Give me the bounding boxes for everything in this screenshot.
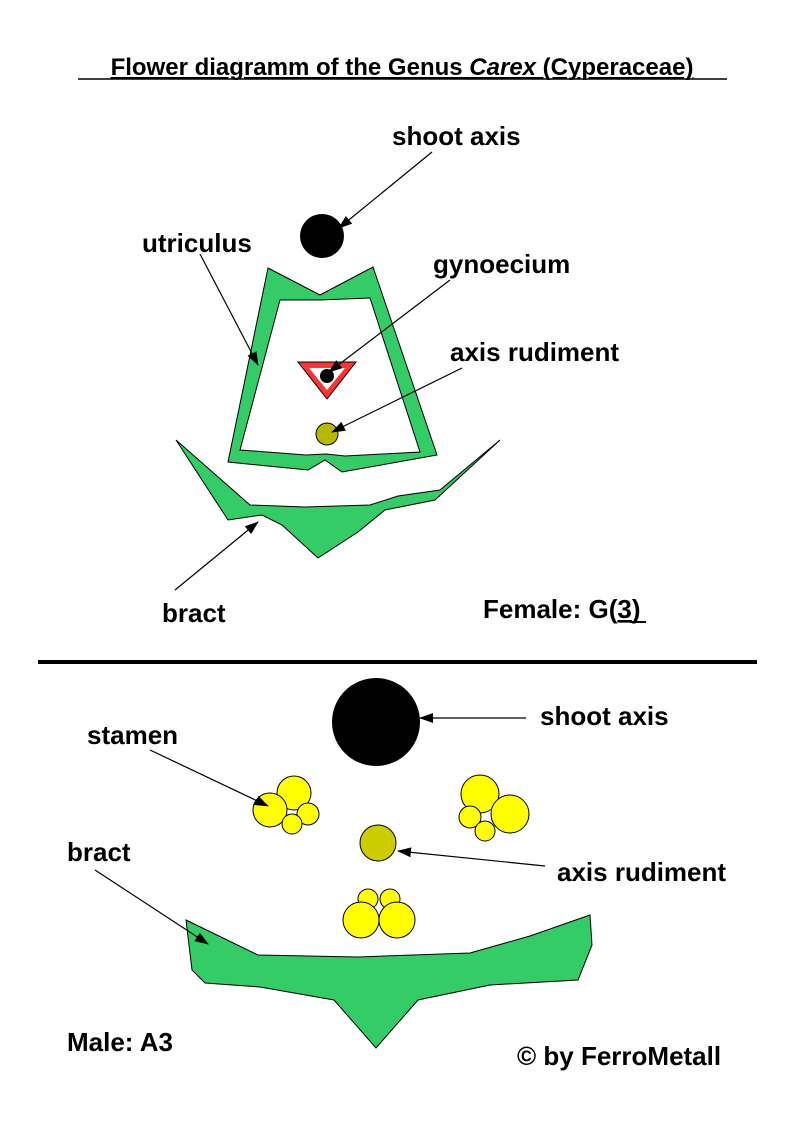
stamen-right bbox=[458, 774, 530, 842]
male-bract bbox=[185, 914, 593, 1049]
diagram-title: Flower diagramm of the Genus Carex (Cype… bbox=[111, 54, 694, 81]
male-arrow-stamen bbox=[149, 749, 269, 807]
male-label-shoot-axis: shoot axis bbox=[540, 701, 669, 731]
female-arrow-gynoecium bbox=[328, 279, 451, 373]
female-arrow-axis-rudiment bbox=[331, 367, 463, 433]
male-shoot-axis bbox=[332, 678, 420, 766]
female-flower-diagram: shoot axis utriculus gynoecium axis rudi… bbox=[142, 121, 646, 628]
female-arrow-utriculus bbox=[199, 253, 259, 366]
female-bract bbox=[175, 439, 501, 559]
male-arrow-axis-rudiment bbox=[397, 847, 546, 867]
male-formula: Male: A3 bbox=[67, 1027, 173, 1057]
female-shoot-axis bbox=[300, 214, 344, 258]
male-flower-diagram: shoot axis stamen bract axis rudiment Ma… bbox=[67, 678, 726, 1057]
female-label-shoot-axis: shoot axis bbox=[392, 121, 521, 151]
female-label-bract: bract bbox=[162, 598, 226, 628]
female-utriculus bbox=[227, 266, 438, 473]
stamen-left bbox=[252, 775, 320, 835]
gynoecium-center bbox=[320, 369, 334, 383]
female-axis-rudiment bbox=[315, 422, 339, 446]
male-label-stamen: stamen bbox=[87, 720, 178, 750]
female-label-utriculus: utriculus bbox=[142, 228, 252, 258]
stamen-bottom bbox=[342, 888, 416, 939]
female-arrow-shoot-axis bbox=[338, 151, 433, 229]
female-formula: Female: G(3) bbox=[483, 594, 641, 624]
female-label-axis-rudiment: axis rudiment bbox=[450, 337, 619, 367]
female-arrow-bract bbox=[174, 521, 259, 591]
copyright-notice: © by FerroMetall bbox=[517, 1041, 721, 1071]
male-label-axis-rudiment: axis rudiment bbox=[557, 857, 726, 887]
male-label-bract: bract bbox=[67, 837, 131, 867]
female-label-gynoecium: gynoecium bbox=[433, 249, 570, 279]
male-arrow-bract bbox=[94, 869, 209, 945]
male-axis-rudiment bbox=[359, 824, 397, 862]
